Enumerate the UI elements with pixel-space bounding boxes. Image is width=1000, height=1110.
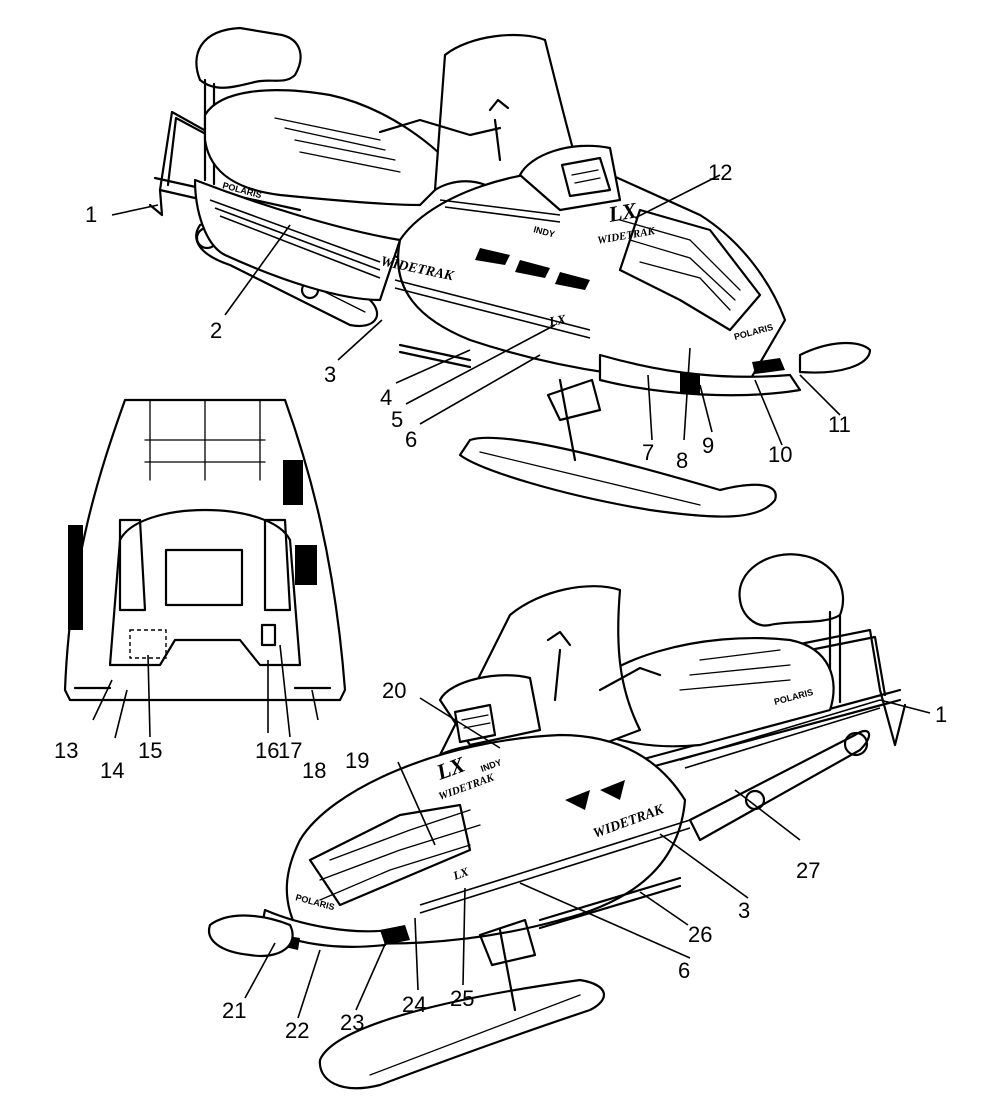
callout-25: 25 xyxy=(450,986,474,1011)
callout-15: 15 xyxy=(138,738,162,763)
snowmobile-top-view: POLARIS INDY LX WIDETRAK WIDETRAK xyxy=(148,26,872,518)
callout-8: 8 xyxy=(676,448,688,473)
snowmobile-bottom-view: POLARIS LX WIDETRAK INDY WIDETRAK LX POL… xyxy=(207,553,907,1090)
callout-9: 9 xyxy=(702,433,714,458)
callout-2: 2 xyxy=(210,318,222,343)
callout-22: 22 xyxy=(285,1018,309,1043)
callout-27: 27 xyxy=(796,858,820,883)
leader-lines xyxy=(92,174,931,1019)
callout-26: 26 xyxy=(688,922,712,947)
hood-front-view xyxy=(63,398,347,702)
callout-21: 21 xyxy=(222,998,246,1023)
callout-17: 17 xyxy=(278,738,302,763)
lx-decal-hood-top: LX xyxy=(606,197,640,227)
callout-19: 19 xyxy=(345,748,369,773)
callout-13: 13 xyxy=(54,738,78,763)
callout-labels: 1 2 3 4 5 6 7 8 9 10 11 12 13 14 15 16 1… xyxy=(54,160,947,1043)
lx-decal-side-bottom: LX xyxy=(450,864,471,883)
callout-20: 20 xyxy=(382,678,406,703)
callout-7: 7 xyxy=(642,440,654,465)
callout-11: 11 xyxy=(828,412,851,437)
lx-decal-side-top: LX xyxy=(547,311,567,329)
callout-12: 12 xyxy=(708,160,732,185)
callout-10: 10 xyxy=(768,442,792,467)
callout-14: 14 xyxy=(100,758,124,783)
callout-6-bottom: 6 xyxy=(678,958,690,983)
callout-4: 4 xyxy=(380,385,392,410)
callout-23: 23 xyxy=(340,1010,364,1035)
callout-3-bottom: 3 xyxy=(738,898,750,923)
callout-6-top: 6 xyxy=(405,427,417,452)
callout-16: 16 xyxy=(255,738,279,763)
callout-5: 5 xyxy=(391,407,403,432)
callout-18: 18 xyxy=(302,758,326,783)
callout-3-top: 3 xyxy=(324,362,336,387)
callout-1-bottom: 1 xyxy=(935,702,947,727)
callout-1-top: 1 xyxy=(85,202,97,227)
callout-24: 24 xyxy=(402,992,426,1017)
